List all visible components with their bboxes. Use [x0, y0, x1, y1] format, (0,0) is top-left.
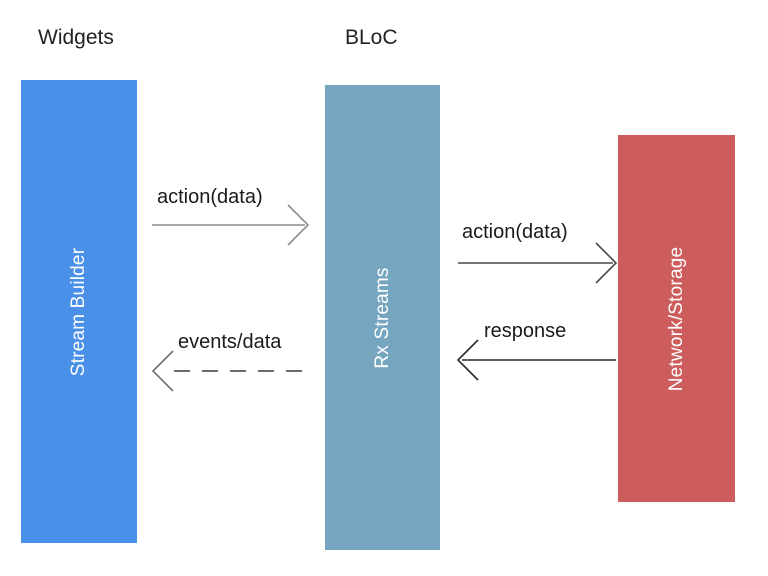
node-bloc[interactable]: Rx Streams — [325, 85, 440, 550]
edge-label-action-data-widgets: action(data) — [157, 186, 263, 208]
node-label-rx-streams: Rx Streams — [371, 266, 393, 369]
edge-network-to-bloc — [456, 339, 616, 381]
node-header-bloc: BLoC — [345, 26, 398, 49]
node-widgets[interactable]: Stream Builder — [21, 80, 137, 543]
edge-widgets-to-bloc — [152, 204, 310, 246]
node-label-network-storage: Network/Storage — [665, 246, 687, 391]
edge-bloc-to-network — [458, 242, 618, 284]
node-label-stream-builder: Stream Builder — [68, 247, 89, 376]
edge-label-action-data-bloc: action(data) — [462, 221, 568, 243]
edge-label-events-data: events/data — [178, 331, 282, 353]
edge-label-response: response — [484, 320, 567, 342]
edge-bloc-to-widgets — [151, 350, 302, 392]
node-header-widgets: Widgets — [38, 26, 114, 49]
node-network-storage[interactable]: Network/Storage — [618, 135, 735, 502]
